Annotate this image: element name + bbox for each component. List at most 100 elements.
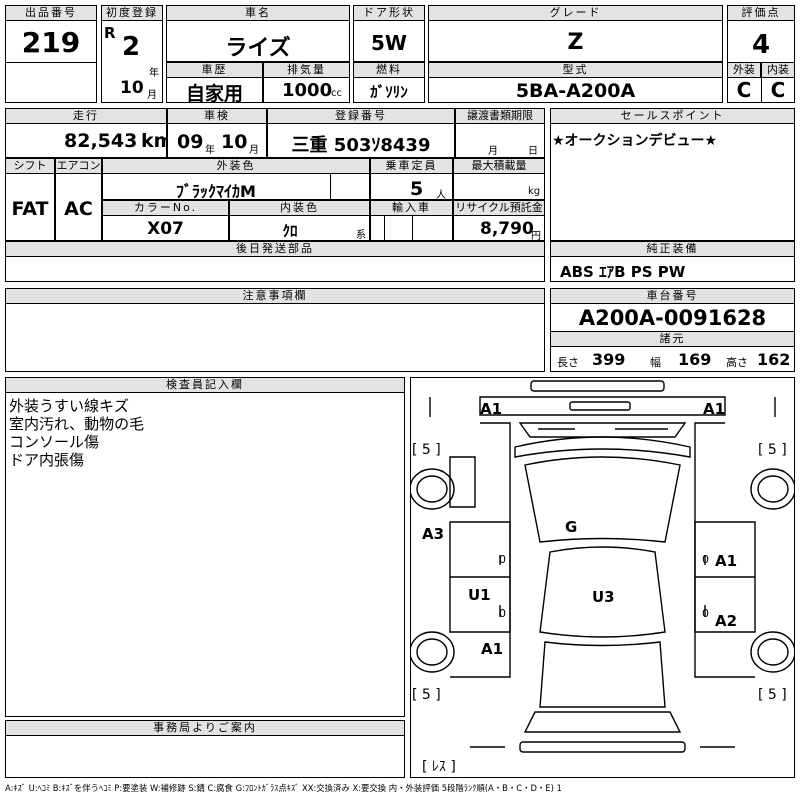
first-reg-month: 10 bbox=[120, 78, 144, 98]
roof-outline bbox=[524, 456, 681, 543]
first-reg-month-unit: 月 bbox=[147, 90, 157, 101]
spec-width: 169 bbox=[678, 350, 712, 369]
zero-mark: 0 bbox=[702, 553, 709, 566]
import-label: 輸入車 bbox=[370, 200, 453, 216]
rear-roof-outline bbox=[539, 546, 666, 638]
equipment-label: 純正装備 bbox=[550, 241, 795, 257]
specs-label: 諸元 bbox=[550, 331, 795, 347]
recycle-unit: 円 bbox=[531, 231, 541, 242]
aircon-value: AC bbox=[64, 198, 93, 220]
inspector-line: ドア内張傷 bbox=[9, 451, 85, 469]
recycle-value: 8,790 bbox=[480, 219, 534, 239]
spare-label: [ ﾚｽ ] bbox=[422, 759, 456, 775]
recycle-label: リサイクル預託金 bbox=[453, 200, 545, 216]
inspector-box bbox=[5, 377, 405, 717]
zero-mark: 0 bbox=[499, 607, 506, 620]
first-reg-year: 2 bbox=[122, 32, 141, 62]
mark-right-rear-door: A2 bbox=[715, 612, 737, 630]
inspector-line: 室内汚れ、動物の毛 bbox=[9, 415, 145, 433]
spec-height-label: 高さ bbox=[726, 356, 748, 369]
ext-color-value: ﾌﾞﾗｯｸﾏｲｶM bbox=[176, 182, 256, 201]
score-int: C bbox=[770, 78, 786, 102]
shift-value: FAT bbox=[11, 198, 49, 220]
tire-label-front-right: [ 5 ] bbox=[758, 442, 787, 458]
max-load-label: 最大積載量 bbox=[453, 158, 545, 174]
later-parts-label: 後日発送部品 bbox=[5, 241, 545, 257]
tire-front-right bbox=[750, 468, 795, 510]
aircon-label: エアコン bbox=[55, 158, 102, 174]
tire-rear-left bbox=[410, 631, 455, 673]
tire-label-rear-right: [ 5 ] bbox=[758, 687, 787, 703]
inspection-year-unit: 年 bbox=[205, 145, 215, 156]
registration-value: 三重 503ｿ8439 bbox=[291, 135, 431, 156]
score-int-label: 内装 bbox=[761, 62, 795, 78]
grade-value: Z bbox=[567, 30, 584, 55]
front-body-outline bbox=[479, 396, 726, 416]
history-label: 車歴 bbox=[166, 62, 263, 78]
spec-height: 162 bbox=[757, 350, 791, 369]
registration-label: 登録番号 bbox=[267, 108, 455, 124]
windshield-outline bbox=[514, 436, 691, 458]
notes-label: 注意事項欄 bbox=[5, 288, 545, 304]
mileage-value: 82,543 bbox=[64, 130, 138, 152]
displacement-value: 1000 bbox=[282, 80, 333, 101]
front-bumper-outline bbox=[530, 380, 665, 392]
spec-length-label: 長さ bbox=[557, 356, 579, 369]
transfer-day-unit: 日 bbox=[528, 146, 538, 157]
rear-bumper-outline bbox=[519, 741, 686, 753]
sales-point-value: ★オークションデビュー★ bbox=[552, 133, 718, 149]
car-name-label: 車名 bbox=[166, 5, 350, 21]
color-no-value: X07 bbox=[147, 219, 184, 239]
mark-roof: G bbox=[565, 518, 577, 536]
legend-text: A:ｷｽﾞ U:ﾍｺﾐ B:ｷｽﾞを伴うﾍｺﾐ P:要塗装 W:補修跡 S:錆 … bbox=[5, 783, 562, 793]
spec-width-label: 幅 bbox=[650, 356, 661, 369]
spec-length: 399 bbox=[592, 350, 626, 369]
equipment-value: ABS ｴｱB PS PW bbox=[560, 263, 686, 281]
displacement-unit: cc bbox=[331, 88, 342, 99]
first-reg-era: R bbox=[104, 24, 116, 42]
chassis-value: A200A-0091628 bbox=[578, 306, 767, 330]
model-value: 5BA-A200A bbox=[515, 80, 636, 102]
chassis-label: 車台番号 bbox=[550, 288, 795, 304]
mileage-label: 走行 bbox=[5, 108, 167, 124]
mileage-unit: km bbox=[141, 130, 174, 152]
inspection-year: 09 bbox=[177, 131, 204, 153]
history-value: 自家用 bbox=[185, 83, 243, 105]
displacement-label: 排気量 bbox=[263, 62, 350, 78]
mark-left-rear-door: U1 bbox=[468, 586, 491, 604]
hood-outline bbox=[518, 422, 687, 438]
inspector-line: 外装うすい線キズ bbox=[9, 397, 130, 415]
door-value: 5W bbox=[371, 31, 407, 55]
sales-point-label: セールスポイント bbox=[550, 108, 795, 124]
capacity-unit: 人 bbox=[436, 190, 446, 201]
mark-rear-roof: U3 bbox=[592, 588, 615, 606]
tire-label-rear-left: [ 5 ] bbox=[412, 687, 441, 703]
int-color-label: 内装色 bbox=[229, 200, 370, 216]
score-value: 4 bbox=[751, 30, 771, 60]
inspection-month-unit: 月 bbox=[249, 145, 259, 156]
lot-box bbox=[5, 5, 97, 103]
left-side-outline bbox=[449, 456, 476, 508]
int-color-unit: 系 bbox=[356, 230, 366, 241]
color-no-label: カラーNo. bbox=[102, 200, 229, 216]
inspection-label: 車検 bbox=[167, 108, 267, 124]
inspection-month: 10 bbox=[221, 131, 248, 153]
tire-rear-right bbox=[750, 631, 795, 673]
inspector-label: 検査員記入欄 bbox=[5, 377, 405, 393]
int-color-value: ｸﾛ bbox=[282, 222, 298, 240]
tire-label-front-left: [ 5 ] bbox=[412, 442, 441, 458]
first-reg-box bbox=[101, 5, 163, 103]
mark-front-left: A1 bbox=[480, 400, 502, 418]
inspector-line: コンソール傷 bbox=[9, 433, 100, 451]
transfer-label: 譲渡書類期限 bbox=[455, 108, 545, 124]
grade-label: グレード bbox=[428, 5, 723, 21]
score-ext-label: 外装 bbox=[727, 62, 761, 78]
transfer-month-unit: 月 bbox=[488, 146, 498, 157]
model-label: 型式 bbox=[428, 62, 723, 78]
capacity-value: 5 bbox=[410, 178, 424, 200]
mark-front-right: A1 bbox=[703, 400, 725, 418]
lot-label: 出品番号 bbox=[5, 5, 97, 21]
mark-left-fender: A3 bbox=[422, 525, 444, 543]
score-ext: C bbox=[736, 78, 752, 102]
first-reg-label: 初度登録 bbox=[101, 5, 163, 21]
